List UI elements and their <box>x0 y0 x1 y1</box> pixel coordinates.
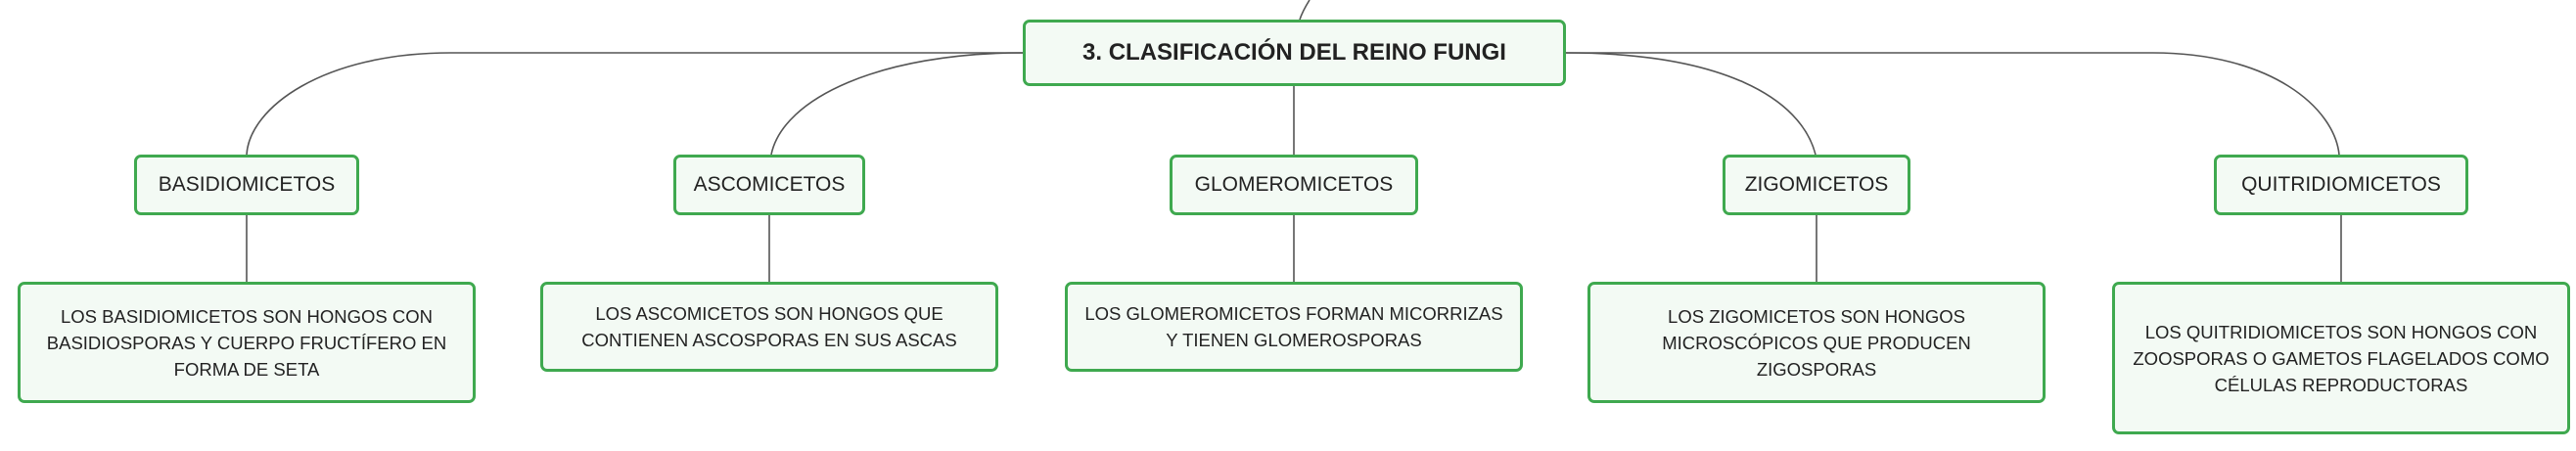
topic-label: BASIDIOMICETOS <box>158 173 336 196</box>
topic-glomeromicetos[interactable]: GLOMEROMICETOS <box>1170 155 1418 215</box>
connector-root-basidiomicetos <box>246 52 1023 156</box>
topic-label: QUITRIDIOMICETOS <box>2241 173 2441 196</box>
connector-parent-to-root <box>1299 0 1311 21</box>
topic-label: ASCOMICETOS <box>693 173 846 196</box>
subtopic-quitridiomicetos-description[interactable]: LOS QUITRIDIOMICETOS SON HONGOS CON ZOOS… <box>2112 282 2570 434</box>
connector-root-ascomicetos <box>770 52 1024 156</box>
topic-label: GLOMEROMICETOS <box>1194 173 1394 196</box>
topic-basidiomicetos[interactable]: BASIDIOMICETOS <box>134 155 359 215</box>
root-topic[interactable]: 3. CLASIFICACIÓN DEL REINO FUNGI <box>1023 20 1566 86</box>
topic-zigomicetos[interactable]: ZIGOMICETOS <box>1723 155 1910 215</box>
subtopic-glomeromicetos-description[interactable]: LOS GLOMEROMICETOS FORMAN MICORRIZAS Y T… <box>1065 282 1523 372</box>
subtopic-zigomicetos-description[interactable]: LOS ZIGOMICETOS SON HONGOS MICROSCÓPICOS… <box>1587 282 2046 403</box>
topic-ascomicetos[interactable]: ASCOMICETOS <box>673 155 865 215</box>
subtopic-ascomicetos-description[interactable]: LOS ASCOMICETOS SON HONGOS QUE CONTIENEN… <box>540 282 998 372</box>
connector-root-quitridiomicetos <box>1566 52 2340 156</box>
subtopic-text: LOS QUITRIDIOMICETOS SON HONGOS CON ZOOS… <box>2133 321 2550 395</box>
topic-label: ZIGOMICETOS <box>1744 173 1889 196</box>
subtopic-text: LOS GLOMEROMICETOS FORMAN MICORRIZAS Y T… <box>1084 303 1503 350</box>
connector-root-zigomicetos <box>1565 52 1817 156</box>
subtopic-text: LOS ZIGOMICETOS SON HONGOS MICROSCÓPICOS… <box>1662 305 1971 380</box>
subtopic-text: LOS BASIDIOMICETOS SON HONGOS CON BASIDI… <box>46 305 447 380</box>
topic-quitridiomicetos[interactable]: QUITRIDIOMICETOS <box>2214 155 2468 215</box>
subtopic-basidiomicetos-description[interactable]: LOS BASIDIOMICETOS SON HONGOS CON BASIDI… <box>18 282 476 403</box>
root-topic-label: 3. CLASIFICACIÓN DEL REINO FUNGI <box>1082 39 1506 66</box>
subtopic-text: LOS ASCOMICETOS SON HONGOS QUE CONTIENEN… <box>581 303 957 350</box>
